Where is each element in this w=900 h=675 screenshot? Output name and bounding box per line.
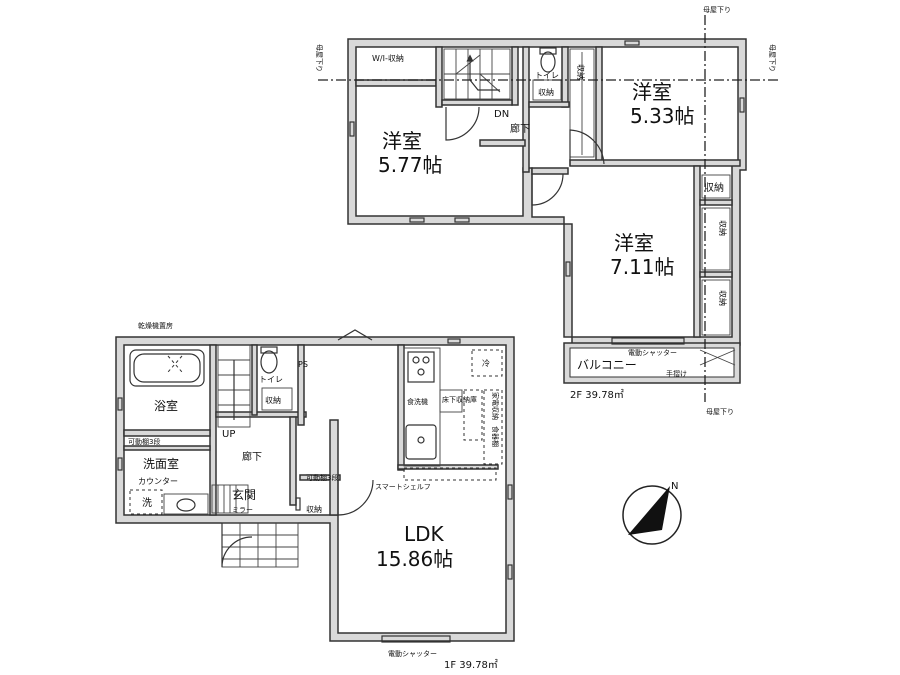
floor1-stairs xyxy=(217,344,251,428)
label-floor-storage: 床下収納庫 xyxy=(442,395,477,404)
label-2f-dn: DN xyxy=(494,109,509,120)
label-up: UP xyxy=(222,429,235,440)
floor-2f xyxy=(318,15,780,402)
room-size-western-b: 5.33帖 xyxy=(630,104,695,128)
label-eave-left: 母屋下り xyxy=(315,44,323,72)
floor2-windows xyxy=(349,40,745,277)
label-1f-storage: 収納 xyxy=(306,504,322,514)
label-2f-toilet-storage: 収納 xyxy=(538,87,554,97)
label-washroom: 洗面室 xyxy=(143,456,179,471)
room-size-western-c: 7.11帖 xyxy=(610,255,675,279)
label-2f-storage-c2: 収納 xyxy=(718,220,728,236)
compass-circle xyxy=(622,485,682,545)
label-appliance-storage: 家電収納 xyxy=(491,392,500,420)
floor1-windows xyxy=(117,329,513,643)
label-smart-shelf: スマートシェルフ xyxy=(375,483,431,491)
room-size-western-a: 5.77帖 xyxy=(378,153,443,177)
floor-1f xyxy=(115,329,515,643)
room-name-western-c: 洋室 xyxy=(614,231,654,255)
floor2-balcony xyxy=(563,337,741,384)
floor2-storage-c2 xyxy=(701,207,731,271)
label-handrail: 手摺け xyxy=(666,369,687,378)
floor2-storage-c3 xyxy=(701,279,731,336)
room-name-western-b: 洋室 xyxy=(632,80,672,104)
label-dishwasher: 食洗機 xyxy=(407,397,428,406)
floor1-kitchen xyxy=(337,347,503,516)
room-name-ldk: LDK xyxy=(404,522,445,546)
floor1-bath xyxy=(129,349,205,387)
label-1f-shutter: 電動シャッター xyxy=(388,649,437,658)
label-counter: カウンター xyxy=(138,477,178,486)
label-2f-hallway: 廊下 xyxy=(510,122,530,135)
label-2f-storage-b: 収納 xyxy=(576,64,586,80)
floor1-toilet xyxy=(260,346,293,411)
label-eave-bottom: 母屋下り xyxy=(706,408,734,416)
label-shelf3: 可動棚3段 xyxy=(128,437,160,446)
floor2-partitions xyxy=(355,46,741,338)
label-2f-shutter: 電動シャッター xyxy=(628,348,677,357)
room-size-ldk: 15.86帖 xyxy=(376,547,453,571)
label-2f-storage-c1: 収納 xyxy=(704,181,724,194)
label-1f-toilet-storage: 収納 xyxy=(265,395,281,405)
label-eave-top: 母屋下り xyxy=(703,6,731,14)
label-dryer-room: 乾燥機置房 xyxy=(138,321,173,330)
floor2-area: 2F 39.78㎡ xyxy=(570,389,624,401)
floor1-outer-wall xyxy=(115,336,515,642)
floor1-area: 1F 39.78㎡ xyxy=(444,659,498,671)
label-pantry: 食器棚 xyxy=(491,426,500,447)
floor1-entrance xyxy=(211,484,299,568)
label-balcony: バルコニー xyxy=(577,358,637,372)
label-bath: 浴室 xyxy=(154,398,178,413)
floor1-washroom xyxy=(129,489,209,515)
compass-label: N xyxy=(671,481,678,492)
floor2-doors xyxy=(445,106,605,206)
floor2-stairs xyxy=(443,48,511,100)
label-fridge: 冷 xyxy=(482,358,490,368)
floor1-partitions xyxy=(123,344,499,516)
label-entrance: 玄関 xyxy=(232,487,256,502)
label-2f-toilet: トイレ xyxy=(535,71,559,80)
label-wic: W/I-収納 xyxy=(372,53,404,63)
compass-needle-icon xyxy=(628,486,670,535)
label-1f-toilet: トイレ xyxy=(259,375,283,384)
compass: N xyxy=(622,481,682,545)
label-ps: PS xyxy=(298,360,308,369)
room-name-western-a: 洋室 xyxy=(382,129,422,153)
label-wash: 洗 xyxy=(142,497,152,509)
label-1f-hallway: 廊下 xyxy=(242,450,262,463)
label-eave-right: 母屋下り xyxy=(768,44,776,72)
floor2-storage-c1 xyxy=(701,174,731,199)
label-shelf3b: 可動棚3段 xyxy=(306,473,338,482)
label-mirror: ミラー xyxy=(232,506,253,514)
label-2f-storage-c3: 収納 xyxy=(718,290,728,306)
floor2-storage-b xyxy=(569,48,595,158)
